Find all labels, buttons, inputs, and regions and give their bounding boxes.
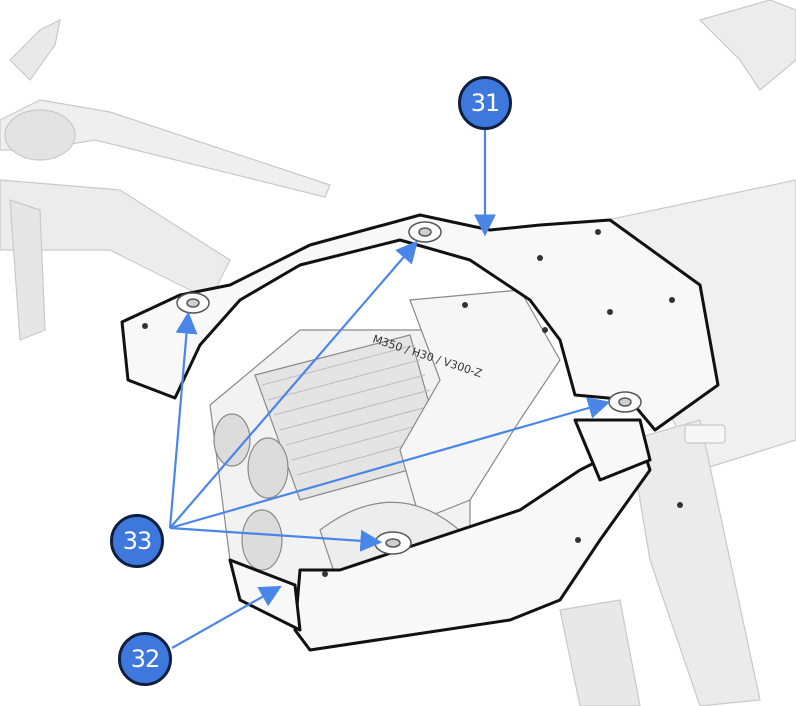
screw <box>607 309 613 315</box>
leader-line-33c <box>169 397 611 530</box>
leader-lines <box>168 128 611 649</box>
camera-lens-2 <box>247 437 289 499</box>
leader-line-33a <box>168 311 198 529</box>
damping-ball-3-center <box>618 397 632 407</box>
screw <box>462 302 468 308</box>
camera-lens-3 <box>241 509 283 571</box>
bracket-right-post <box>573 418 652 482</box>
screw <box>537 255 543 261</box>
leg-right-lower <box>559 599 641 706</box>
propeller-top-left-blade <box>9 18 61 81</box>
leader-line-33d <box>169 526 383 552</box>
leg-left <box>9 199 46 341</box>
screw <box>322 571 328 577</box>
damping-ball-1-center <box>186 298 200 308</box>
bracket-lower-frame <box>293 438 652 652</box>
bracket-screws <box>142 229 683 577</box>
screw <box>142 323 148 329</box>
camera-lens-1 <box>213 413 251 467</box>
motor-top-left <box>4 109 76 161</box>
gimbal-yoke <box>399 289 561 521</box>
screw <box>595 229 601 235</box>
screw <box>677 502 683 508</box>
damping-ball-2-center <box>418 227 432 237</box>
camera-payload: M350 / H30 / V300-Z <box>209 289 561 601</box>
callout-32: 32 <box>118 632 172 686</box>
damping-ball-4-center <box>385 538 401 548</box>
callout-31: 31 <box>458 76 512 130</box>
leader-line-32 <box>171 585 282 649</box>
leg-right <box>629 419 761 706</box>
screw <box>575 537 581 543</box>
leader-line-33b <box>169 240 418 529</box>
propeller-top-right <box>698 0 796 91</box>
screw <box>542 327 548 333</box>
side-port <box>684 424 726 444</box>
callout-33: 33 <box>110 514 164 568</box>
screw <box>669 297 675 303</box>
